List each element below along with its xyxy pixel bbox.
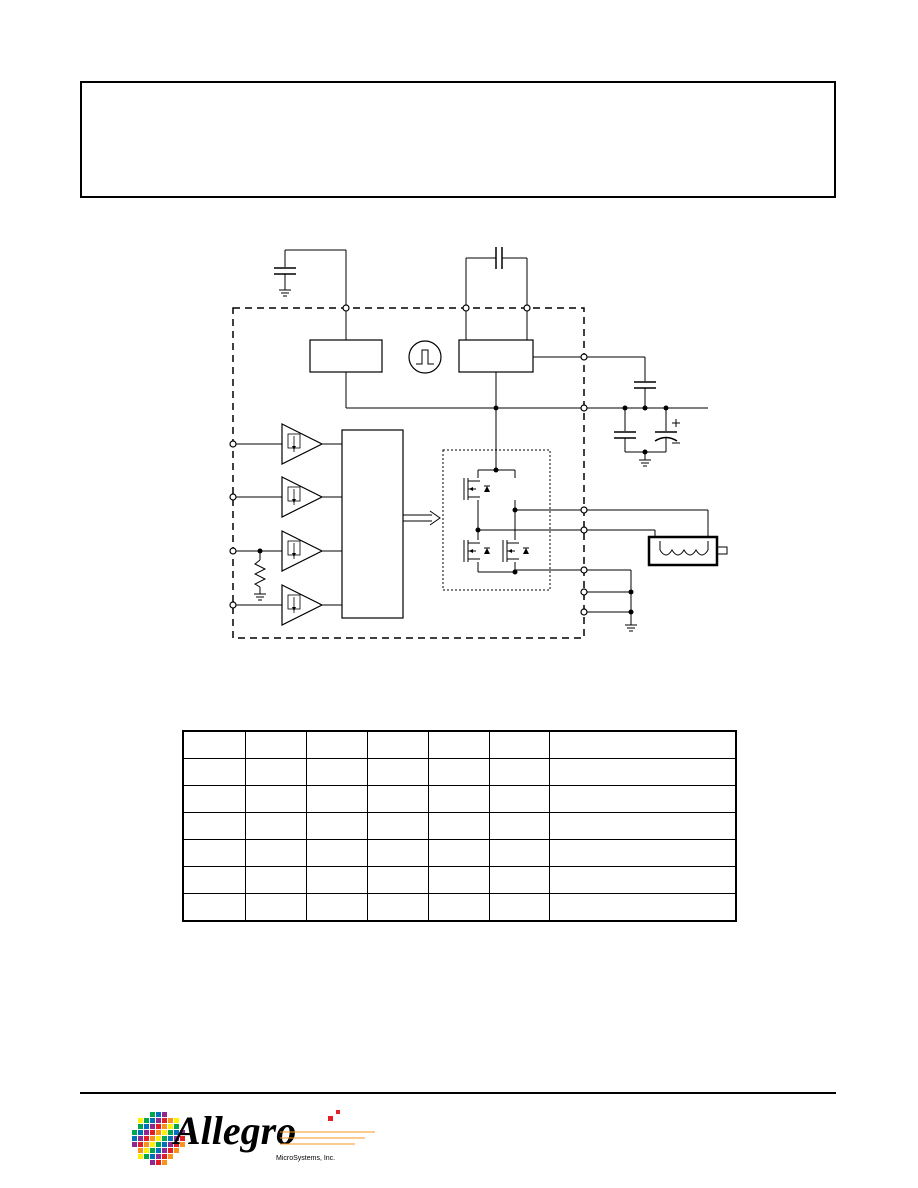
table-cell bbox=[489, 785, 550, 813]
table-cell bbox=[182, 839, 246, 867]
table-cell bbox=[306, 758, 368, 786]
footer-rule bbox=[80, 1092, 836, 1094]
table-cell bbox=[245, 839, 307, 867]
table-cell bbox=[489, 893, 550, 922]
table-cell bbox=[306, 812, 368, 840]
table-cell bbox=[367, 893, 429, 922]
table-cell bbox=[428, 893, 490, 922]
table-cell bbox=[182, 893, 246, 922]
table-cell bbox=[367, 812, 429, 840]
table-header-cell bbox=[549, 730, 737, 759]
table-cell bbox=[489, 866, 550, 894]
table-cell bbox=[549, 758, 737, 786]
table-header-cell bbox=[306, 730, 368, 759]
table-cell bbox=[245, 893, 307, 922]
table-cell bbox=[182, 785, 246, 813]
table-cell bbox=[245, 866, 307, 894]
table-row bbox=[182, 758, 737, 786]
table-row bbox=[182, 785, 737, 813]
table-cell bbox=[428, 758, 490, 786]
logo-mosaic-icon bbox=[132, 1112, 185, 1165]
header-box bbox=[80, 81, 836, 198]
table-cell bbox=[549, 866, 737, 894]
table-cell bbox=[489, 839, 550, 867]
table-cell bbox=[489, 758, 550, 786]
table-cell bbox=[428, 785, 490, 813]
table-cell bbox=[306, 785, 368, 813]
table-cell bbox=[549, 839, 737, 867]
table-cell bbox=[428, 812, 490, 840]
oscillator-symbol bbox=[408, 340, 442, 374]
ground-pins bbox=[587, 569, 638, 632]
table-cell bbox=[428, 839, 490, 867]
table-row bbox=[182, 812, 737, 840]
table-cell bbox=[428, 866, 490, 894]
table-cell bbox=[245, 758, 307, 786]
charge-pump-capacitor bbox=[465, 247, 528, 305]
h-bridge-outline bbox=[442, 449, 551, 591]
table-cell bbox=[367, 839, 429, 867]
table-header-row bbox=[182, 730, 737, 759]
functional-block-diagram bbox=[229, 247, 728, 639]
bypass-capacitor bbox=[274, 249, 347, 305]
table-header-cell bbox=[489, 730, 550, 759]
input-buffers bbox=[229, 423, 342, 626]
table-cell bbox=[367, 758, 429, 786]
table-cell bbox=[549, 812, 737, 840]
table-header-cell bbox=[367, 730, 429, 759]
logic-bus-arrow bbox=[403, 510, 441, 526]
table-header-cell bbox=[182, 730, 246, 759]
logo-subtext: MicroSystems, Inc. bbox=[276, 1155, 335, 1162]
table-header-cell bbox=[245, 730, 307, 759]
table-cell bbox=[182, 866, 246, 894]
control-logic-block bbox=[341, 429, 404, 619]
allegro-logo: Allegro MicroSystems, Inc. bbox=[132, 1108, 375, 1165]
table-cell bbox=[306, 839, 368, 867]
supply-network bbox=[587, 356, 708, 467]
table-cell bbox=[182, 758, 246, 786]
table-cell bbox=[367, 785, 429, 813]
h-bridge bbox=[463, 467, 584, 575]
ic-boundary bbox=[232, 307, 585, 639]
table-row bbox=[182, 839, 737, 867]
regulator-block bbox=[309, 339, 383, 373]
table-row bbox=[182, 893, 737, 922]
motor-coil bbox=[587, 509, 728, 567]
table-cell bbox=[306, 893, 368, 922]
charge-pump-block bbox=[458, 339, 534, 373]
table-cell bbox=[367, 866, 429, 894]
table-cell bbox=[489, 812, 550, 840]
table-cell bbox=[245, 812, 307, 840]
table-header-cell bbox=[428, 730, 490, 759]
table-row bbox=[182, 866, 737, 894]
logo-wordmark: Allegro bbox=[171, 1108, 296, 1153]
table-cell bbox=[549, 785, 737, 813]
table-cell bbox=[306, 866, 368, 894]
table-cell bbox=[245, 785, 307, 813]
table-cell bbox=[182, 812, 246, 840]
truth-table bbox=[182, 730, 737, 922]
table-cell bbox=[549, 893, 737, 922]
